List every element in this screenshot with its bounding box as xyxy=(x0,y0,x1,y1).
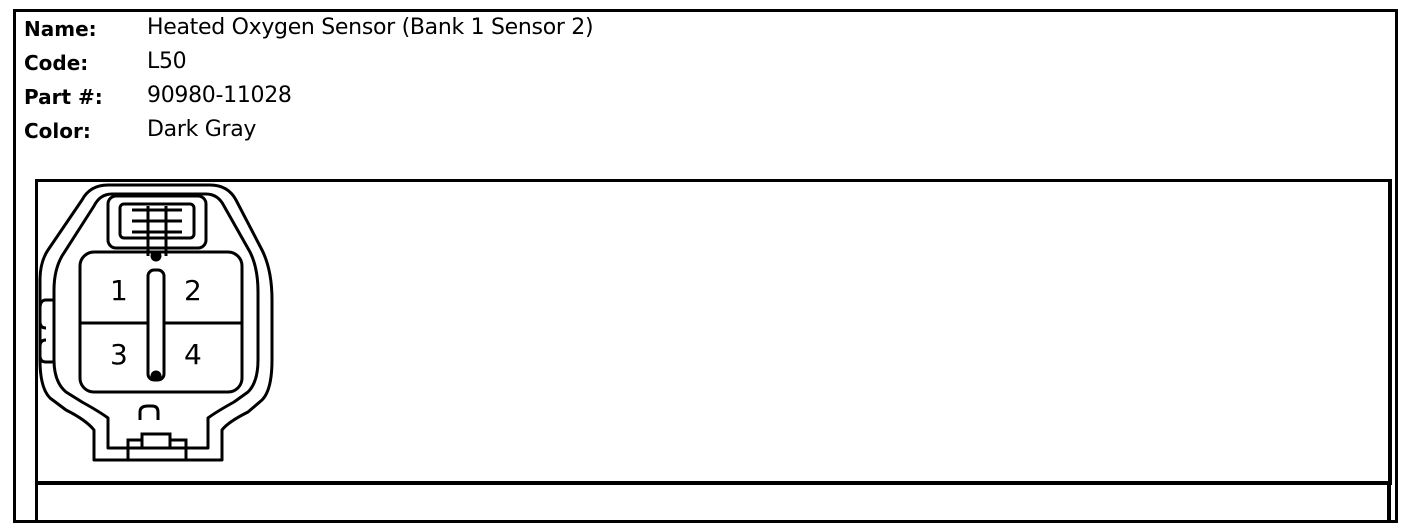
part-value: 90980-11028 xyxy=(147,83,292,108)
bottom-key-notch xyxy=(138,404,160,420)
lock-inner xyxy=(118,202,196,240)
pin-1-label: 1 xyxy=(110,274,128,307)
code-label: Code: xyxy=(24,51,89,75)
housing-outer-outline xyxy=(38,183,274,462)
name-label: Name: xyxy=(24,17,97,41)
housing-inner-outline xyxy=(52,192,260,450)
bottom-left-edge xyxy=(35,484,38,520)
lock-tab xyxy=(106,194,208,256)
left-side-bump-lower xyxy=(38,338,54,364)
pin-2-label: 2 xyxy=(184,274,202,307)
left-side-bump xyxy=(38,298,54,330)
pin-3-label: 3 xyxy=(110,338,128,371)
color-value: Dark Gray xyxy=(147,117,257,142)
bottom-divider xyxy=(35,481,1389,484)
code-value: L50 xyxy=(147,49,187,74)
name-value: Heated Oxygen Sensor (Bank 1 Sensor 2) xyxy=(147,15,594,40)
center-rib xyxy=(146,268,166,382)
bottom-key-inner xyxy=(140,432,172,450)
bottom-right-edge xyxy=(1387,484,1391,520)
part-label: Part #: xyxy=(24,85,103,109)
connector-info-frame xyxy=(13,9,1398,523)
lock-outer xyxy=(106,194,208,250)
pin-4-label: 4 xyxy=(184,338,202,371)
color-label: Color: xyxy=(24,119,91,143)
